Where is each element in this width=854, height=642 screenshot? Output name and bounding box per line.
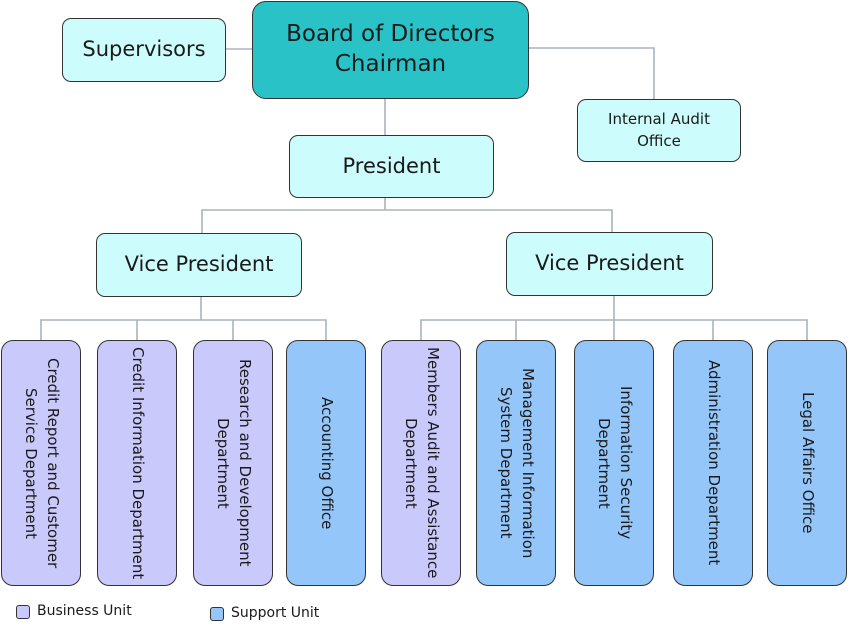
- dept-label: Research and Development Department: [214, 359, 254, 567]
- dept-label: Members Audit and Assistance Department: [402, 347, 442, 579]
- dept-members-audit-assistance: Members Audit and Assistance Department: [381, 340, 461, 586]
- dept-legal-affairs-office: Legal Affairs Office: [767, 340, 847, 586]
- dept-label: Administration Department: [704, 360, 723, 566]
- board-of-directors-box: Board of Directors Chairman: [252, 1, 529, 99]
- dept-label: Credit Report and Customer Service Depar…: [22, 357, 62, 569]
- connector-vp-right-bus: [420, 319, 808, 340]
- supervisors-label: Supervisors: [82, 37, 206, 62]
- president-box: President: [289, 135, 494, 198]
- board-label-line1: Board of Directors: [286, 21, 495, 48]
- vice-president-left-box: Vice President: [96, 233, 302, 297]
- internal-audit-label-line2: Office: [637, 132, 681, 150]
- dept-label: Credit Information Department: [128, 346, 147, 580]
- vice-president-right-label: Vice President: [535, 251, 684, 276]
- legend-support-swatch: [210, 607, 224, 621]
- dept-accounting-office: Accounting Office: [286, 340, 366, 586]
- dept-research-development: Research and Development Department: [193, 340, 273, 586]
- connector-board-audit: [528, 47, 655, 99]
- dept-label: Legal Affairs Office: [798, 392, 817, 534]
- dept-label: Accounting Office: [317, 396, 336, 530]
- dept-label: Management Information System Department: [497, 367, 537, 559]
- dept-administration: Administration Department: [673, 340, 753, 586]
- connector-president-vps: [201, 209, 613, 233]
- legend-business-swatch: [16, 605, 30, 619]
- president-label: President: [342, 153, 441, 178]
- legend-business-label: Business Unit: [37, 603, 132, 619]
- connector-vp-left-bus: [40, 319, 327, 340]
- internal-audit-label-line1: Internal Audit: [608, 109, 710, 128]
- vice-president-left-label: Vice President: [124, 252, 274, 277]
- vice-president-right-box: Vice President: [506, 232, 713, 296]
- dept-management-information-system: Management Information System Department: [476, 340, 556, 586]
- dept-information-security: Information Security Department: [574, 340, 654, 586]
- legend-support-label: Support Unit: [231, 605, 320, 621]
- supervisors-box: Supervisors: [62, 18, 226, 82]
- dept-credit-report-customer-service: Credit Report and Customer Service Depar…: [1, 340, 81, 586]
- dept-credit-information: Credit Information Department: [97, 340, 177, 586]
- board-label-line2: Chairman: [334, 51, 447, 77]
- internal-audit-office-box: Internal Audit Office: [577, 99, 741, 162]
- dept-label: Information Security Department: [595, 386, 635, 540]
